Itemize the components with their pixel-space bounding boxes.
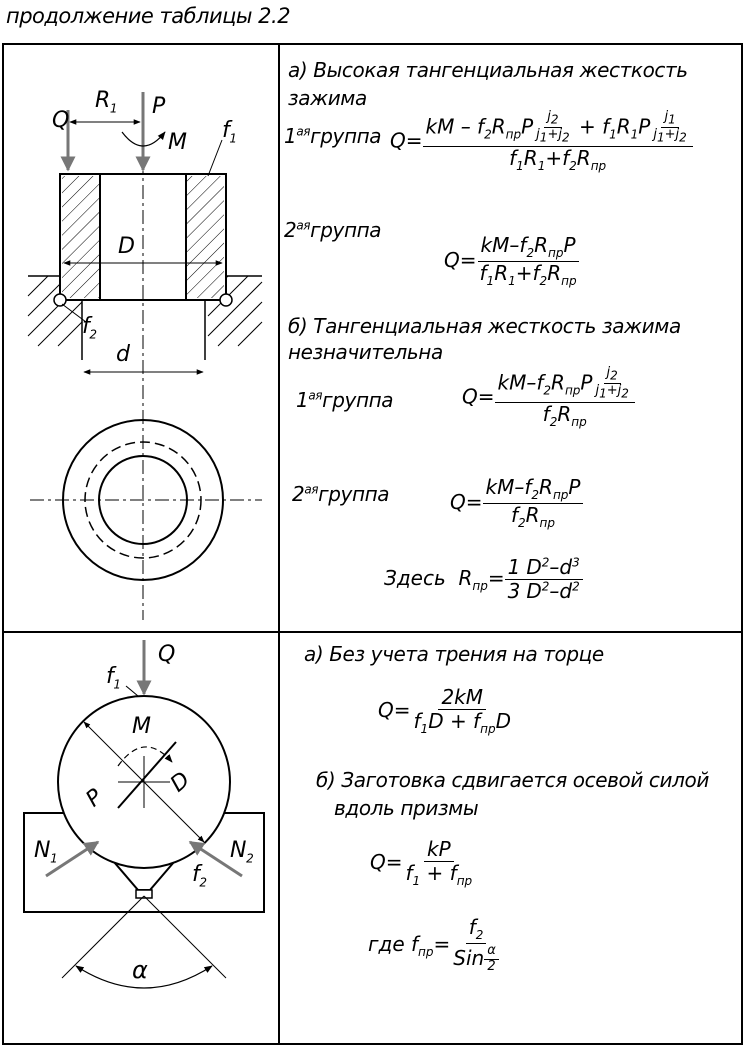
label2-f1: f1 xyxy=(106,664,121,692)
label2-n2: N2 xyxy=(230,838,254,866)
r1-a-title-cont: зажима xyxy=(288,86,367,110)
r1-b-group2-label: 2аягруппа xyxy=(292,482,390,506)
label-f2: f2 xyxy=(82,314,97,342)
table-frame xyxy=(2,43,743,1045)
r2-b-title: б) Заготовка сдвигается осевой силой xyxy=(316,768,709,792)
label-r1: R1 xyxy=(95,88,118,116)
r1-a-title: а) Высокая тангенциальная жесткость xyxy=(288,58,688,82)
table-caption: продолжение таблицы 2.2 xyxy=(6,4,291,28)
r2-b-title-cont: вдоль призмы xyxy=(334,796,479,820)
label-q: Q xyxy=(52,108,69,133)
r1-group2-label: 2аягруппа xyxy=(284,218,382,242)
label-d-outer: D xyxy=(118,234,135,259)
r1-b-title: б) Тангенциальная жесткость зажима xyxy=(288,314,681,338)
label-d-inner: d xyxy=(116,342,130,367)
r2-a-title: а) Без учета трения на торце xyxy=(304,642,604,666)
r1-b-title-cont: незначительна xyxy=(288,340,443,364)
label2-q: Q xyxy=(158,642,175,667)
label2-alpha: α xyxy=(132,956,148,984)
label-p: P xyxy=(152,94,165,119)
label-f1: f1 xyxy=(222,118,237,146)
label-m: M xyxy=(168,130,187,155)
r1-b-group1-label: 1аягруппа xyxy=(296,388,394,412)
label2-f2: f2 xyxy=(192,862,207,890)
label2-n1: N1 xyxy=(34,838,58,866)
row-divider xyxy=(2,631,743,633)
column-divider xyxy=(278,43,280,1045)
label2-m: M xyxy=(132,714,151,739)
r1-group1-label: 1аягруппа xyxy=(284,124,382,148)
